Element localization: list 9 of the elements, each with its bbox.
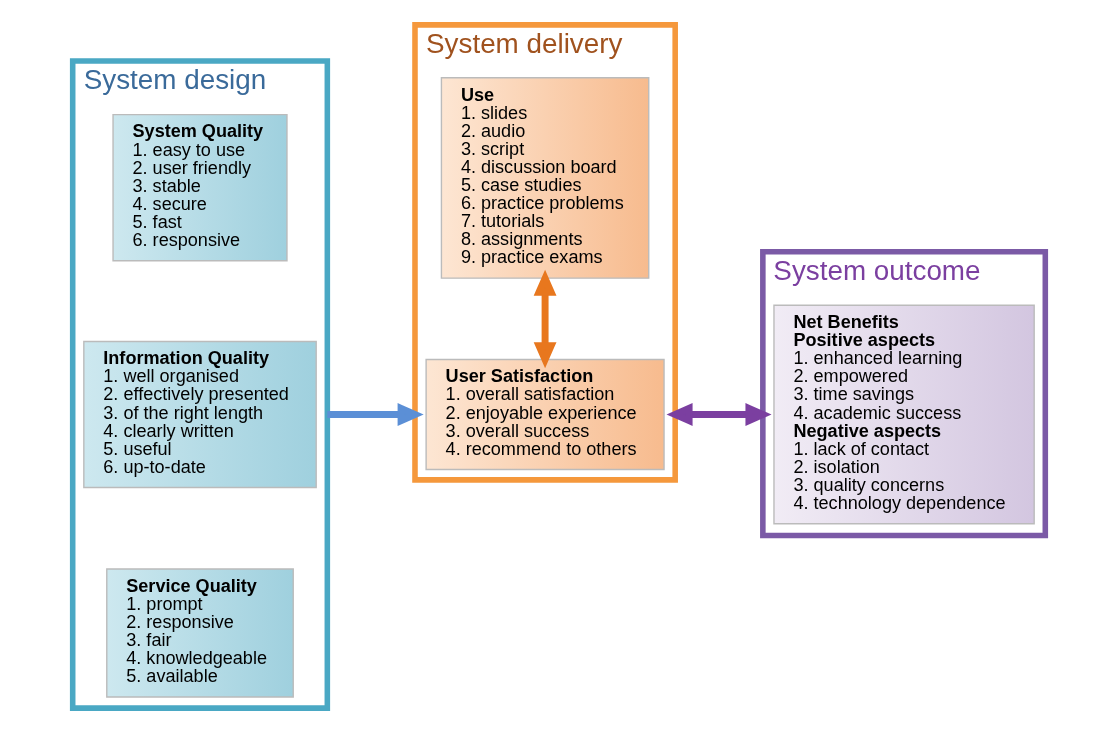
node-box: Service Quality 1. prompt 2. responsive 3. fair 4. knowledgeable 5. available — [105, 568, 294, 698]
arrow — [326, 403, 424, 426]
node-box: Information Quality 1. well organised 2. effectively presented 3. of the right length 4. clearly written 5. useful 6. up-to-date — [82, 340, 317, 489]
node-box: System Quality 1. easy to use 2. user friendly 3. stable 4. secure 5. fast 6. responsive — [111, 113, 288, 262]
node-box: User Satisfaction 1. overall satisfaction 2. enjoyable experience 3. overall success 4. recommend to others — [424, 358, 665, 471]
node-box: Use 1. slides 2. audio 3. script 4. discussion board 5. case studies 6. practice problems 7. tutorials 8. assignments 9. practice exams — [440, 77, 649, 279]
arrow — [666, 403, 772, 426]
node-box: Net Benefits Positive aspects 1. enhanced learning 2. empowered 3. time savings 4. academic success Negative aspects 1. lack of contact 2. isolation 3. quality concerns 4. technology dependence — [772, 304, 1035, 525]
arrow — [533, 269, 556, 369]
